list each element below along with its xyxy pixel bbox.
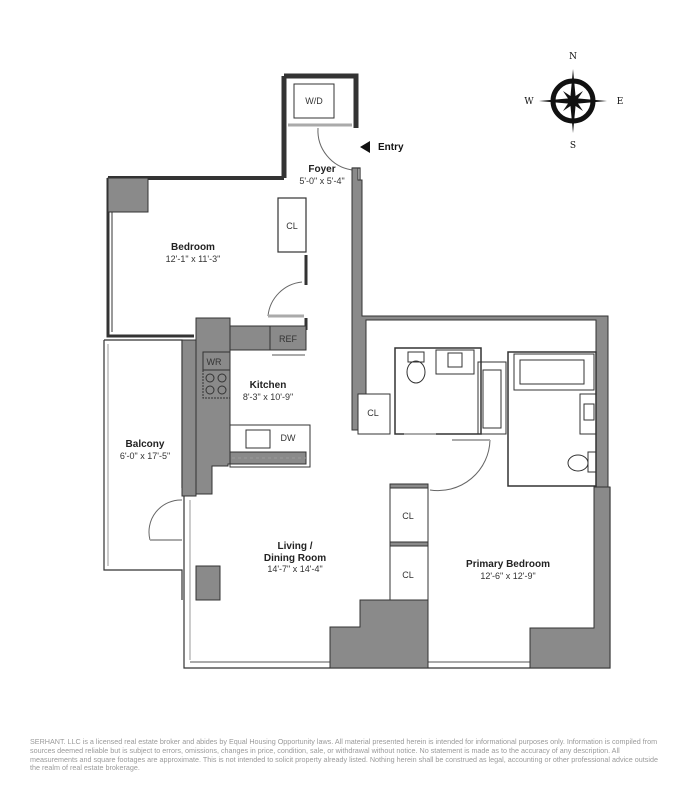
room-dimensions: 8'-3" x 10'-9": [242, 391, 294, 402]
refrigerator-label: REF: [279, 334, 297, 344]
room-name: Kitchen: [249, 380, 287, 391]
room-name: Balcony: [125, 439, 165, 450]
room-name-line1: Living /: [277, 541, 313, 552]
room-name: Bedroom: [171, 242, 215, 253]
room-living-dining: Living / Dining Room 14'-7" x 14'-4": [264, 541, 326, 574]
entry-label: Entry: [378, 141, 404, 153]
room-name: Foyer: [308, 164, 336, 175]
room-name-line2: Dining Room: [263, 552, 327, 564]
balcony-door-swing: [148, 499, 183, 541]
dishwasher-label: DW: [280, 433, 296, 443]
entry-arrow-icon: [360, 141, 370, 153]
entry-marker: Entry: [360, 141, 404, 153]
room-dimensions: 5'-0" x 5'-4": [299, 175, 345, 186]
compass-south-label: S: [569, 141, 577, 151]
compass-west-label: W: [524, 97, 534, 107]
closet-label: CL: [402, 511, 414, 521]
bath-door-swing: [429, 439, 491, 492]
room-kitchen: Kitchen 8'-3" x 10'-9": [243, 380, 293, 402]
legal-disclaimer: SERHANT. LLC is a licensed real estate b…: [30, 737, 658, 773]
room-foyer: Foyer 5'-0" x 5'-4": [299, 164, 344, 186]
closet-label: CL: [286, 221, 298, 231]
wd-closet: [293, 83, 335, 119]
closet-label: CL: [402, 570, 414, 580]
room-primary-bedroom: Primary Bedroom 12'-6" x 12'-9": [466, 559, 550, 581]
room-dimensions: 6'-0" x 17'-5": [119, 450, 171, 461]
foyer-walls: [281, 73, 359, 178]
wall-oven-label: WR: [206, 357, 222, 367]
room-balcony: Balcony 6'-0" x 17'-5": [120, 439, 170, 461]
room-dimensions: 14'-7" x 14'-4": [267, 564, 323, 574]
bedroom-door-swing: [267, 281, 303, 317]
washer-dryer-label: W/D: [305, 96, 323, 106]
room-name: Primary Bedroom: [466, 559, 550, 570]
compass-east-label: E: [616, 97, 624, 107]
room-dimensions: 12'-1" x 11'-3": [165, 253, 221, 264]
closet-label: CL: [367, 408, 379, 418]
room-bedroom: Bedroom 12'-1" x 11'-3": [166, 242, 221, 264]
compass-north-label: N: [569, 52, 577, 62]
room-dimensions: 12'-6" x 12'-9": [480, 570, 536, 581]
compass-icon: [539, 69, 607, 133]
entry-door-swing: [317, 127, 353, 171]
